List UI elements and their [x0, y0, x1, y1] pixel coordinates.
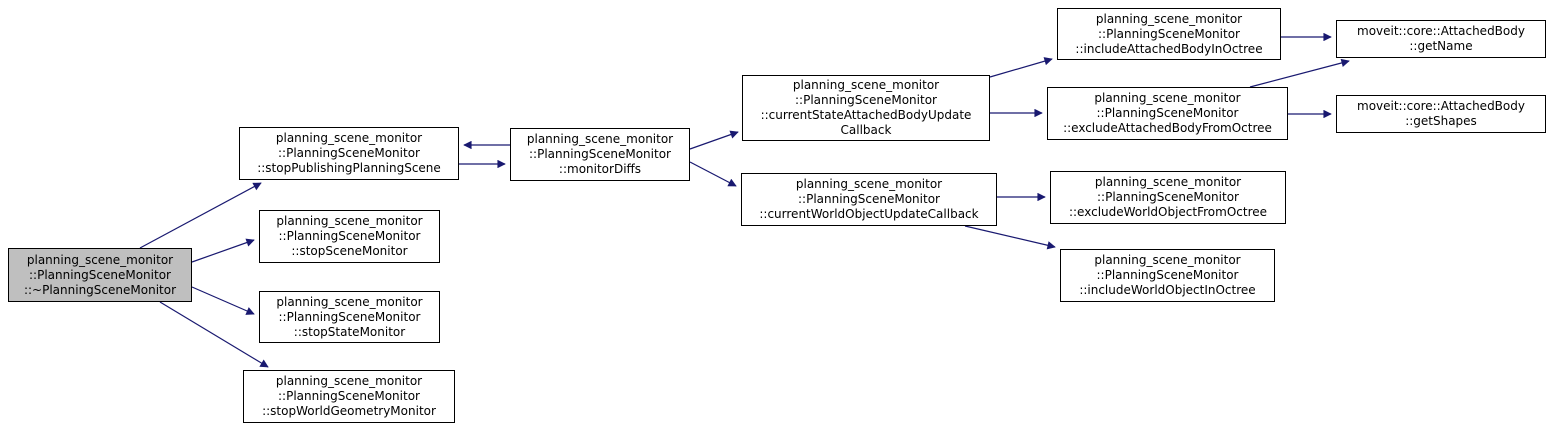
- node-label-line: ::monitorDiffs: [558, 162, 642, 176]
- node-current-world-object-update-callback[interactable]: planning_scene_monitor ::PlanningSceneMo…: [741, 173, 997, 226]
- node-label-line: Callback: [840, 123, 892, 137]
- node-label-line: ::PlanningSceneMonitor: [1098, 26, 1240, 41]
- edge-destructor-to-stop-scene-monitor: [191, 238, 255, 263]
- node-label-line: ::PlanningSceneMonitor: [278, 229, 421, 243]
- node-label-line: ::includeAttachedBodyInOctree: [1075, 41, 1263, 56]
- node-label-line: ::getName: [1409, 39, 1473, 53]
- edge-destructor-to-stop-world-geometry-monitor: [159, 301, 269, 368]
- edge-exclude-attached-body-from-octree-to-get-name: [1249, 58, 1350, 88]
- node-include-attached-body-in-octree[interactable]: planning_scene_monitor ::PlanningSceneMo…: [1057, 8, 1281, 60]
- node-label-line: planning_scene_monitor: [275, 131, 423, 145]
- node-label-line: ::PlanningSceneMonitor: [278, 146, 420, 160]
- node-label-line: ::PlanningSceneMonitor: [795, 93, 937, 107]
- node-label-line: ::excludeAttachedBodyFromOctree: [1063, 121, 1272, 135]
- node-get-shapes[interactable]: moveit::core::AttachedBody ::getShapes: [1336, 95, 1546, 133]
- node-stop-state-monitor[interactable]: planning_scene_monitor ::PlanningSceneMo…: [259, 291, 440, 343]
- node-label-line: ::~PlanningSceneMonitor: [23, 282, 177, 297]
- node-monitor-diffs[interactable]: planning_scene_monitor ::PlanningSceneMo…: [510, 128, 690, 181]
- edge-current-world-object-update-callback-to-include-world-object-in-octree: [964, 225, 1056, 250]
- edge-current-state-attached-body-update-callback-to-include-attached-body-in-octree: [989, 57, 1053, 78]
- node-label-line: planning_scene_monitor: [792, 78, 940, 92]
- node-stop-publishing-planning-scene[interactable]: planning_scene_monitor ::PlanningSceneMo…: [239, 127, 459, 180]
- node-destructor: planning_scene_monitor ::PlanningSceneMo…: [8, 248, 192, 302]
- node-label-line: planning_scene_monitor: [795, 177, 943, 191]
- node-label-line: ::PlanningSceneMonitor: [798, 192, 940, 206]
- node-label-line: ::PlanningSceneMonitor: [529, 147, 671, 161]
- edge-destructor-to-stop-publishing-planning-scene: [139, 182, 262, 249]
- node-label-line: ::currentStateAttachedBodyUpdate: [760, 108, 972, 122]
- node-label-line: ::PlanningSceneMonitor: [278, 389, 420, 403]
- node-label-line: planning_scene_monitor: [276, 294, 423, 309]
- edge-monitor-diffs-to-current-world-object-update-callback: [689, 161, 737, 187]
- node-label-line: planning_scene_monitor: [526, 132, 674, 146]
- node-stop-world-geometry-monitor[interactable]: planning_scene_monitor ::PlanningSceneMo…: [243, 370, 455, 423]
- node-label-line: moveit::core::AttachedBody: [1357, 99, 1525, 113]
- node-label-line: planning_scene_monitor: [1094, 91, 1241, 105]
- node-label-line: ::stopSceneMonitor: [291, 244, 408, 258]
- node-get-name[interactable]: moveit::core::AttachedBody ::getName: [1336, 20, 1546, 58]
- node-label-line: ::stopPublishingPlanningScene: [257, 161, 441, 175]
- node-label-line: planning_scene_monitor: [1094, 175, 1242, 189]
- node-label-line: planning_scene_monitor: [1094, 253, 1241, 267]
- node-label-line: planning_scene_monitor: [26, 252, 174, 267]
- node-label-line: ::excludeWorldObjectFromOctree: [1068, 205, 1268, 219]
- node-current-state-attached-body-update-callback[interactable]: planning_scene_monitor ::PlanningSceneMo…: [742, 75, 990, 141]
- edge-destructor-to-stop-state-monitor: [191, 286, 255, 315]
- node-label-line: ::getShapes: [1405, 114, 1477, 128]
- edge-monitor-diffs-to-current-state-attached-body-update-callback: [689, 130, 739, 150]
- node-label-line: moveit::core::AttachedBody: [1357, 24, 1525, 38]
- node-stop-scene-monitor[interactable]: planning_scene_monitor ::PlanningSceneMo…: [259, 210, 440, 263]
- node-label-line: ::PlanningSceneMonitor: [1097, 190, 1239, 204]
- node-label-line: planning_scene_monitor: [276, 214, 423, 228]
- node-label-line: ::PlanningSceneMonitor: [1096, 268, 1239, 282]
- node-label-line: planning_scene_monitor: [275, 374, 423, 388]
- node-exclude-world-object-from-octree[interactable]: planning_scene_monitor ::PlanningSceneMo…: [1050, 171, 1286, 224]
- node-label-line: ::stopWorldGeometryMonitor: [262, 404, 436, 418]
- node-include-world-object-in-octree[interactable]: planning_scene_monitor ::PlanningSceneMo…: [1060, 249, 1275, 302]
- node-label-line: ::includeWorldObjectInOctree: [1079, 283, 1256, 297]
- node-label-line: ::currentWorldObjectUpdateCallback: [759, 207, 979, 221]
- node-label-line: ::stopStateMonitor: [293, 324, 406, 339]
- node-label-line: ::PlanningSceneMonitor: [29, 267, 171, 282]
- node-label-line: planning_scene_monitor: [1095, 11, 1243, 26]
- node-label-line: ::PlanningSceneMonitor: [278, 309, 421, 324]
- node-label-line: ::PlanningSceneMonitor: [1096, 106, 1239, 120]
- node-exclude-attached-body-from-octree[interactable]: planning_scene_monitor ::PlanningSceneMo…: [1047, 87, 1288, 140]
